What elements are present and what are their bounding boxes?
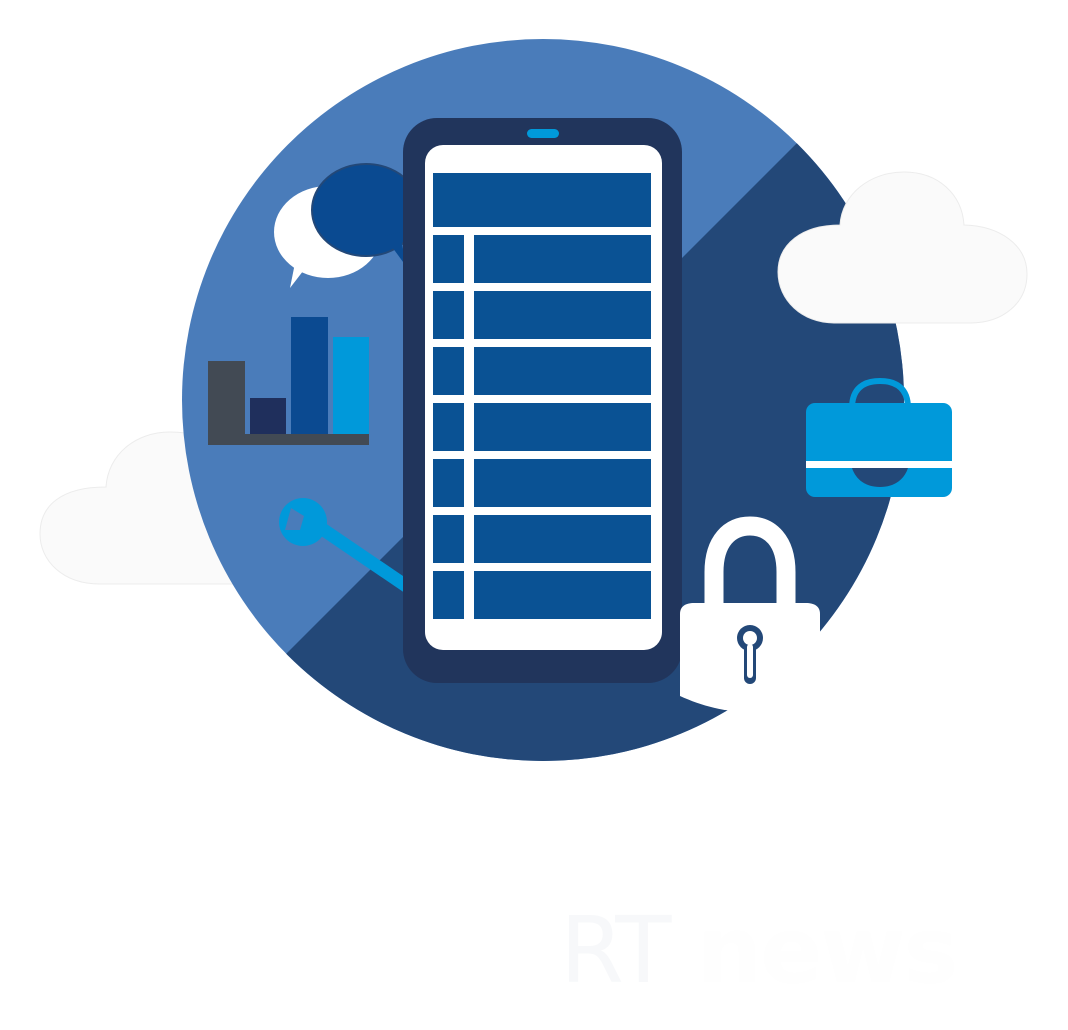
- screen-row-marker: [433, 403, 464, 451]
- screen-row-marker: [433, 291, 464, 339]
- speech-bubbles-icon: [274, 163, 421, 288]
- cloud-right-icon: [777, 171, 1028, 324]
- screen-row-marker: [433, 515, 464, 563]
- briefcase-icon: [806, 377, 952, 497]
- screen-row-marker: [433, 347, 464, 395]
- wrench-icon: [279, 498, 419, 597]
- screen-row-content: [474, 291, 651, 339]
- screen-row-content: [474, 571, 651, 619]
- smartphone-icon: [403, 118, 682, 683]
- screen-row-content: [474, 235, 651, 283]
- wordmark-suffix: news: [696, 897, 959, 1004]
- screen-row-content: [474, 515, 651, 563]
- screen-rows: [433, 235, 651, 619]
- screen-row-content: [474, 347, 651, 395]
- screen-row-content: [474, 403, 651, 451]
- brand-wordmark: RT news: [560, 905, 958, 997]
- wordmark-prefix: RT: [560, 897, 671, 1004]
- screen-row-marker: [433, 459, 464, 507]
- screen-row-content: [474, 459, 651, 507]
- bar-chart-icon: [208, 317, 369, 445]
- screen-row-marker: [433, 235, 464, 283]
- padlock-icon: [680, 516, 820, 712]
- screen-row-marker: [433, 571, 464, 619]
